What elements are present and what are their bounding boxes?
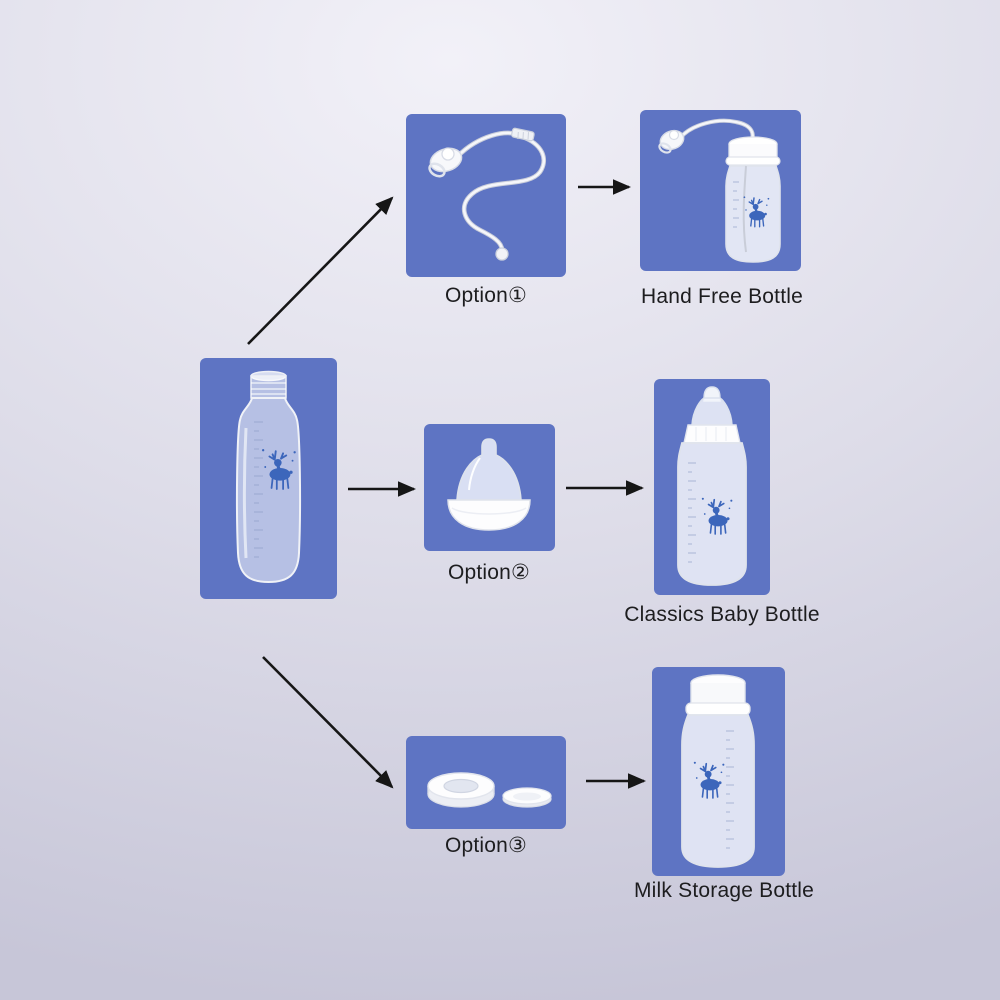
result-2-panel	[654, 379, 770, 595]
hand-free-bottle-icon	[658, 118, 781, 263]
option-2-label: Option②	[447, 561, 531, 584]
classic-baby-bottle-icon	[677, 386, 747, 586]
source-bottle-panel	[200, 358, 337, 599]
pacifier-tube-icon	[428, 127, 546, 261]
result-1-panel	[640, 110, 801, 271]
option-2-panel	[424, 424, 555, 551]
option-1-panel	[406, 114, 566, 277]
result-3-label: Milk Storage Bottle	[633, 879, 815, 902]
wide-neck-bottle-icon	[235, 370, 302, 584]
option-3-panel	[406, 736, 566, 829]
storage-lids-icon	[427, 772, 552, 808]
nipple-collar-icon	[447, 438, 531, 531]
option-3-label: Option③	[444, 834, 528, 857]
result-1-label: Hand Free Bottle	[641, 285, 803, 308]
option-1-label: Option①	[444, 284, 528, 307]
milk-storage-bottle-icon	[681, 674, 755, 868]
arrow-source-to-option-3	[262, 656, 394, 789]
result-3-panel	[652, 667, 785, 876]
arrow-source-to-option-1	[247, 196, 394, 345]
result-2-label: Classics Baby Bottle	[624, 603, 820, 626]
